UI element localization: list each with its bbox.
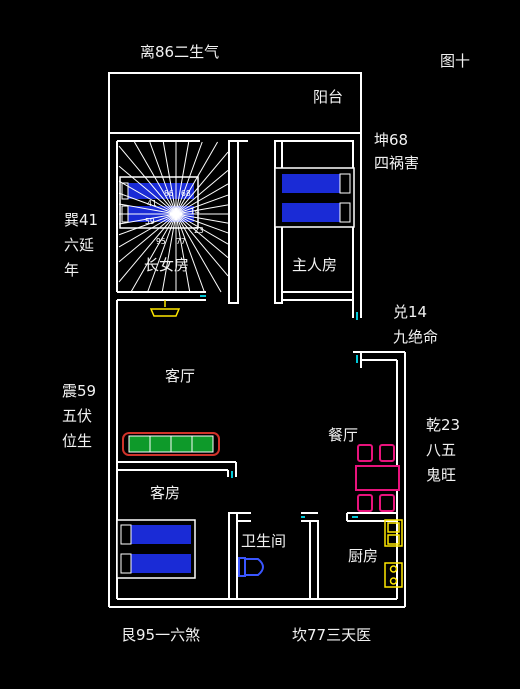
figure-label: 图十	[440, 52, 470, 70]
direction-right-upper-line2: 九绝命	[393, 328, 438, 346]
compass-number: 86	[164, 189, 174, 198]
compass-ray	[175, 141, 219, 215]
door-markers	[200, 295, 358, 518]
direction-left-upper-line2: 六延	[64, 236, 94, 254]
direction-left-upper-line1: 巽41	[64, 211, 98, 229]
compass-ray	[118, 203, 177, 215]
bagua-compass	[118, 141, 229, 293]
compass-ray	[161, 213, 177, 293]
compass-ray	[175, 183, 229, 215]
compass-ray	[175, 169, 229, 215]
compass-ray	[118, 145, 177, 215]
compass-ray	[175, 141, 190, 215]
compass-ray	[118, 165, 177, 215]
master-bed	[274, 167, 355, 228]
direction-left-middle-line1: 震59	[62, 382, 96, 400]
dining-room-label: 餐厅	[328, 426, 358, 444]
direction-right-upper-line1: 兑14	[393, 303, 427, 321]
compass-ray	[175, 213, 229, 245]
walls	[108, 72, 406, 608]
compass-number: 95	[156, 237, 166, 246]
direction-right-middle-line2: 八五	[426, 441, 456, 459]
direction-bottom-left: 艮95一六煞	[121, 626, 200, 644]
kitchen-sink	[384, 519, 403, 547]
compass-number: 77	[176, 237, 186, 246]
sofa	[122, 432, 220, 456]
compass-ray	[175, 213, 222, 293]
direction-left-upper-line3: 年	[64, 261, 79, 279]
compass-ray	[175, 213, 205, 293]
center-partition-wall	[228, 140, 239, 304]
direction-right-middle-line1: 乾23	[426, 416, 460, 434]
stove	[384, 562, 403, 588]
compass-ray	[175, 213, 229, 259]
master-room-label: 主人房	[292, 256, 337, 274]
compass-number: 59	[145, 217, 155, 226]
compass-ray	[118, 180, 177, 215]
dining-set	[355, 444, 400, 512]
compass-numbers: 41 86 68 59 14 95 77 23	[145, 189, 204, 246]
compass-ray	[175, 213, 191, 293]
direction-labels: 离86二生气 图十 坤68 四祸害 兑14 九绝命 乾23 八五 鬼旺 巽41 …	[62, 43, 470, 644]
kitchen-label: 厨房	[348, 547, 378, 565]
living-room-label: 客厅	[165, 367, 195, 385]
bathroom-right-wall	[309, 520, 319, 600]
compass-ray	[175, 213, 229, 234]
direction-top-right-line1: 坤68	[374, 131, 408, 149]
direction-top: 离86二生气	[140, 43, 219, 61]
direction-right-middle-line3: 鬼旺	[426, 466, 456, 484]
compass-number: 41	[147, 199, 157, 208]
compass-ray	[118, 213, 177, 236]
lamp-fixture	[149, 300, 181, 317]
compass-ray	[147, 213, 177, 293]
compass-ray	[118, 213, 177, 248]
daughter-room-label: 长女房	[144, 256, 189, 274]
toilet	[238, 557, 264, 577]
compass-ray	[175, 194, 229, 215]
direction-left-middle-line2: 五伏	[62, 407, 92, 425]
compass-ray	[175, 213, 229, 277]
compass-number: 23	[194, 226, 204, 235]
compass-ray	[149, 141, 177, 215]
guest-room-label: 客房	[150, 484, 180, 502]
compass-ray	[118, 213, 177, 225]
bathroom-left-wall	[228, 512, 238, 600]
compass-ray	[118, 213, 177, 283]
direction-left-middle-line3: 位生	[62, 432, 92, 450]
direction-top-right-line2: 四祸害	[374, 154, 419, 172]
compass-number: 68	[181, 189, 191, 198]
direction-bottom-middle: 坎77三天医	[292, 626, 371, 644]
compass-ray	[118, 192, 177, 215]
compass-ray	[118, 213, 177, 263]
bathroom-label: 卫生间	[241, 532, 286, 550]
compass-ray	[162, 141, 177, 215]
compass-ray	[130, 213, 177, 293]
compass-ray	[175, 151, 229, 215]
room-labels: 阳台 长女房 主人房 客厅 餐厅 客房 卫生间 厨房	[144, 88, 378, 565]
compass-ray	[175, 213, 229, 224]
compass-ray	[175, 204, 229, 215]
compass-center	[172, 210, 180, 218]
balcony-label: 阳台	[313, 88, 343, 106]
compass-ray	[175, 141, 203, 215]
compass-ray	[133, 141, 177, 215]
guest-bed	[116, 519, 196, 579]
balcony-outline	[108, 72, 362, 134]
compass-number: 14	[190, 207, 200, 216]
